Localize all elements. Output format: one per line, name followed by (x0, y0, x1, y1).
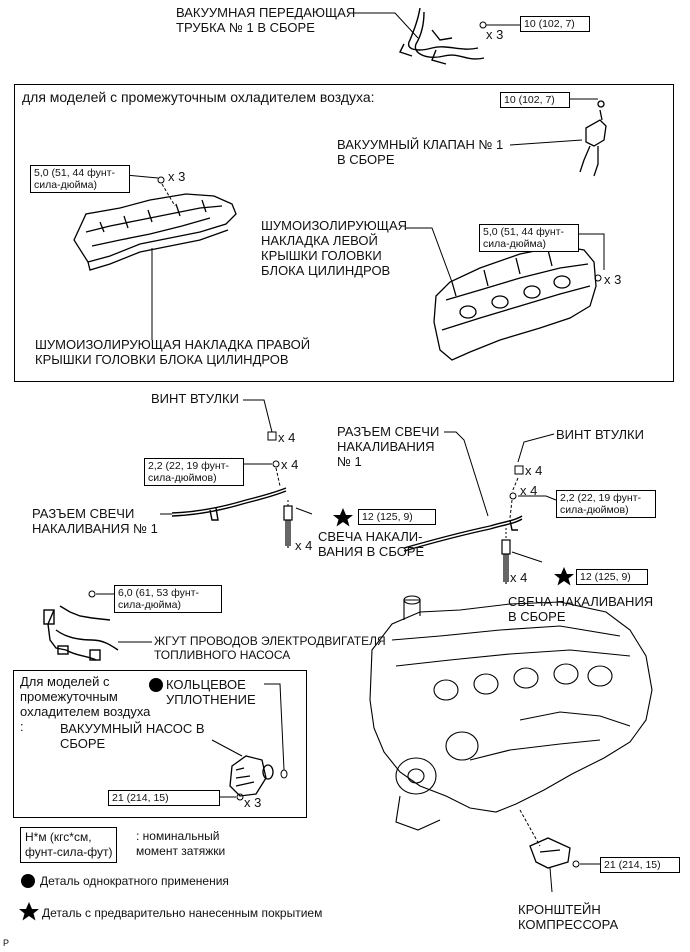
bushing-screw-icon (514, 465, 524, 475)
intercooler-header-upper: для моделей с промежуточным охладителем … (22, 89, 375, 105)
qty-vac-pipe: x 3 (486, 27, 504, 42)
right-cover-insulator-label: ШУМОИЗОЛИРУЮЩАЯ НАКЛАДКА ПРАВОЙ КРЫШКИ Г… (35, 337, 311, 367)
fuel-pump-harness-label: ЖГУТ ПРОВОДОВ ЭЛЕКТРОДВИГАТЕЛЯ ТОПЛИВНОГ… (154, 634, 386, 662)
torque-vac-pump: 21 (214, 15) (108, 790, 220, 806)
qty-bushing-right: x 4 (525, 463, 543, 478)
engine-block-icon (369, 595, 653, 831)
glow-connector-left-icon (171, 487, 287, 521)
bolt-icon (88, 590, 96, 598)
torque-left-cover: 5,0 (51, 44 фунт- сила-дюйма) (479, 224, 579, 252)
nut-icon (509, 492, 517, 500)
leader-o-ring (264, 683, 285, 771)
qty-plug-right: x 4 (510, 570, 528, 585)
vacuum-valve-icon (579, 100, 607, 177)
qty-nut-left: x 4 (281, 457, 299, 472)
precoated-legend-icon (19, 902, 39, 921)
o-ring-label: КОЛЬЦЕВОЕ УПЛОТНЕНИЕ (166, 677, 256, 707)
bushing-screw-icon (267, 431, 277, 441)
bolt-icon (236, 793, 244, 801)
legend-precoated: Деталь с предварительно нанесенным покры… (42, 906, 323, 920)
torque-bracket: 21 (214, 15) (600, 857, 680, 873)
leader-glow-connector-center (444, 431, 489, 517)
leader-left-cover (406, 227, 453, 283)
vacuum-valve-label: ВАКУУМНЫЙ КЛАПАН № 1 В СБОРЕ (337, 137, 504, 167)
vacuum-pump-icon (229, 755, 274, 797)
vacuum-pipe-label: ВАКУУМНАЯ ПЕРЕДАЮЩАЯ ТРУБКА № 1 В СБОРЕ (176, 5, 356, 35)
torque-harness: 6,0 (61, 53 фунт- сила-дюйма) (114, 585, 222, 613)
o-ring-icon (280, 769, 288, 779)
torque-vac-valve: 10 (102, 7) (500, 92, 570, 108)
bushing-screw-right-label: ВИНТ ВТУЛКИ (556, 427, 644, 442)
right-cover-insulator-icon (73, 193, 237, 271)
torque-plug-right: 12 (125, 9) (576, 569, 648, 585)
vacuum-pump-label: ВАКУУМНЫЙ НАСОС В СБОРЕ (60, 721, 205, 751)
qty-left-cover: x 3 (604, 272, 622, 287)
qty-bushing-left: x 4 (278, 430, 296, 445)
corner-mark: P (3, 938, 10, 948)
glow-plug-center-label: СВЕЧА НАКАЛИ- ВАНИЯ В СБОРЕ (318, 529, 425, 559)
glow-connector-left-label: РАЗЪЕМ СВЕЧИ НАКАЛИВАНИЯ № 1 (32, 506, 158, 536)
left-cover-insulator-label: ШУМОИЗОЛИРУЮЩАЯ НАКЛАДКА ЛЕВОЙ КРЫШКИ ГО… (261, 218, 408, 278)
star-icon (554, 567, 574, 586)
torque-right-cover: 5,0 (51, 44 фунт- сила-дюйма) (30, 165, 130, 193)
legend-torque-box: Н*м (кгс*см, фунт-сила-фут) (20, 827, 118, 863)
qty-nut-right: x 4 (520, 483, 538, 498)
torque-plug-center: 12 (125, 9) (358, 509, 436, 525)
qty-plug-center: x 4 (295, 538, 313, 553)
fuel-pump-harness-icon (43, 605, 119, 661)
bolt-icon (572, 860, 580, 868)
glow-connector-center-label: РАЗЪЕМ СВЕЧИ НАКАЛИВАНИЯ № 1 (337, 424, 440, 469)
bushing-screw-left-label: ВИНТ ВТУЛКИ (151, 391, 239, 406)
bolt-icon (157, 176, 165, 184)
glow-plug-right-icon (501, 539, 511, 584)
left-cover-insulator-icon (433, 245, 597, 361)
compressor-bracket-icon (529, 837, 571, 869)
nut-icon (272, 460, 280, 468)
glow-connector-center-icon (403, 515, 523, 552)
bolt-icon (479, 21, 487, 29)
star-icon (333, 508, 353, 527)
glow-plug-right-label: СВЕЧА НАКАЛИВАНИЯ В СБОРЕ (508, 594, 654, 624)
leader-vac-valve (509, 139, 583, 146)
leader-vac-pipe (350, 12, 419, 39)
leader-bushing-left (243, 399, 273, 433)
leader-bushing-right (517, 433, 555, 463)
torque-vac-pipe: 10 (102, 7) (520, 16, 590, 32)
torque-nut-left: 2,2 (22, 19 фунт- сила-дюймов) (144, 458, 244, 486)
compressor-bracket-label: КРОНШТЕЙН КОМПРЕССОРА (518, 902, 619, 932)
qty-vac-pump: x 3 (244, 795, 262, 810)
legend-torque-desc: : номинальный момент затяжки (136, 829, 226, 858)
qty-right-cover: x 3 (168, 169, 186, 184)
single-use-marker-icon (149, 678, 163, 692)
single-use-legend-icon (21, 874, 35, 888)
torque-nut-right: 2,2 (22, 19 фунт- сила-дюймов) (556, 490, 656, 518)
glow-plug-left-icon (283, 505, 293, 548)
intercooler-header-lower: Для моделей с промежуточным охладителем … (20, 674, 151, 734)
intercooler-frame-upper (14, 84, 674, 382)
intercooler-frame-lower (13, 670, 307, 818)
vacuum-pipe-icon (399, 7, 485, 65)
legend-single-use: Деталь однократного применения (40, 874, 229, 888)
